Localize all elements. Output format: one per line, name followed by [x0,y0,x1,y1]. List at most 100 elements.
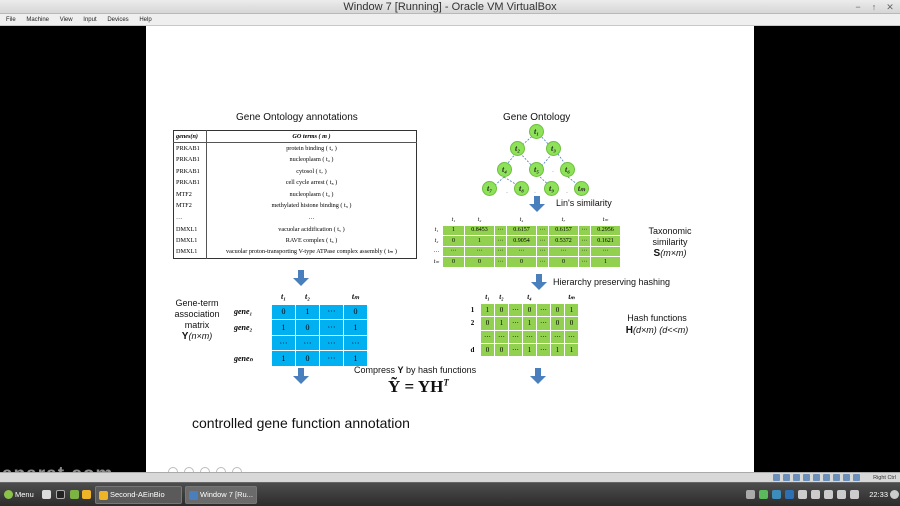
taxonomic-similarity-table: t₁ t₂ t₄ t₇ tₘ t₁ 1 0.8453 ··· 0.6157 ··… [430,214,621,268]
clock[interactable]: 22:33 [869,490,888,499]
y-cell: ··· [319,319,344,336]
taskbar-task-active[interactable]: Window 7 [Ru... [185,486,257,504]
menu-view[interactable]: View [59,17,73,23]
hdd-icon[interactable] [773,474,780,481]
power-icon[interactable] [890,490,899,499]
tray-volume-icon[interactable] [824,490,833,499]
y-cell: ··· [319,334,344,352]
show-desktop-icon[interactable] [42,490,51,499]
tray-chat-icon[interactable] [798,490,807,499]
s-cell: ··· [494,245,507,257]
y-col-header: tₘ [343,288,368,305]
s-cell: ··· [464,245,495,257]
tray-update-icon[interactable] [759,490,768,499]
tax-label-line1: Taxonomic [648,226,692,236]
y-row-header: gene₁ [231,303,272,321]
video-capture-icon[interactable] [823,474,830,481]
h-cell: 0 [550,316,565,331]
vm-display[interactable]: Gene Ontology annotations genes(n) GO te… [0,26,900,485]
optical-drive-icon[interactable] [783,474,790,481]
go-dots: · [534,190,536,196]
y-cell: 1 [343,319,368,336]
menu-machine[interactable]: Machine [26,17,50,23]
h-cell: 0 [480,342,495,357]
minimize-icon[interactable]: − [855,2,861,12]
h-cell: 1 [564,342,579,357]
menu-help[interactable]: Help [139,17,152,23]
s-cell: 1 [590,256,621,268]
start-menu[interactable]: Menu [15,490,34,499]
h-cell: 1 [522,342,537,357]
s-cell: ··· [536,224,549,236]
restore-icon[interactable]: ↑ [871,2,877,12]
s-cell: ··· [494,256,507,268]
h-cell: ··· [536,342,551,357]
go-dots: · [506,190,508,196]
gt-label-line3: matrix [184,320,210,330]
tray-shield-icon[interactable] [772,490,781,499]
tray-wifi-icon[interactable] [850,490,859,499]
y-cell: 1 [295,303,320,321]
formula-sup: T [443,377,449,388]
ga-gene: MTF2 [173,188,207,201]
terminal-icon[interactable] [56,490,65,499]
s-cell: ··· [442,245,465,257]
y-col-header: t₁ [271,288,296,305]
menu-devices[interactable]: Devices [107,17,129,23]
ga-term: nucleoplasm ( t₄ ) [289,190,334,198]
tray-network-icon[interactable] [746,490,755,499]
ga-gene: PRKAB1 [173,165,207,177]
tax-label-dim: (m×m) [660,248,687,258]
s-cell: 0.5372 [548,235,579,247]
ga-gene: DMXL1 [173,246,207,259]
y-cell: ··· [271,334,296,352]
taskbar-task[interactable]: Second-AEinBio [95,486,182,504]
h-col-header [536,289,551,305]
network-icon[interactable] [833,474,840,481]
ga-header-terms: GO terms ( m ) [206,130,417,143]
files-icon[interactable] [70,490,79,499]
s-cell: ··· [578,224,591,236]
menu-input[interactable]: Input [83,17,97,23]
tray-sync-icon[interactable] [811,490,820,499]
y-corner [231,288,272,305]
h-col-header: t₂ [494,289,509,305]
taskbar: Menu Second-AEinBio Window 7 [Ru... 22:3… [0,482,900,506]
y-cell: 1 [271,319,296,336]
s-row-header: tₘ [430,256,443,268]
gene-term-label: Gene-term association matrix Y(n×m) [162,298,232,342]
folder-icon[interactable] [82,490,91,499]
s-col-header [578,214,591,226]
keyboard-icon[interactable] [853,474,860,481]
shared-folder-icon[interactable] [803,474,810,481]
h-cell: 1 [480,303,495,318]
menu-file[interactable]: File [6,17,16,23]
ga-gene: DMXL1 [173,234,207,247]
virtualbox-icon [189,491,198,500]
h-cell: 1 [550,342,565,357]
s-cell: 0.8453 [464,224,495,236]
y-row-header: geneₙ [231,350,272,367]
h-col-header [550,289,565,305]
y-row-header: gene₂ [231,319,272,336]
tray-battery-icon[interactable] [837,490,846,499]
display-icon[interactable] [813,474,820,481]
y-col-header [319,288,344,305]
mouse-integration-icon[interactable] [843,474,850,481]
go-node-t5: t₅ [529,162,544,177]
s-cell: 0 [464,256,495,268]
s-cell: 0 [506,256,537,268]
go-node-t6: t₆ [560,162,575,177]
s-cell: 0 [548,256,579,268]
menu-logo-icon[interactable] [4,490,13,499]
h-row-header: 2 [464,316,481,331]
go-title: Gene Ontology [503,112,571,123]
ga-gene: DMXL1 [173,223,207,235]
usb-icon[interactable] [793,474,800,481]
tray-bluetooth-icon[interactable] [785,490,794,499]
close-icon[interactable]: ✕ [886,2,894,12]
ga-term: … [308,213,315,221]
h-row-header [464,329,481,344]
s-cell: 0.6157 [548,224,579,236]
